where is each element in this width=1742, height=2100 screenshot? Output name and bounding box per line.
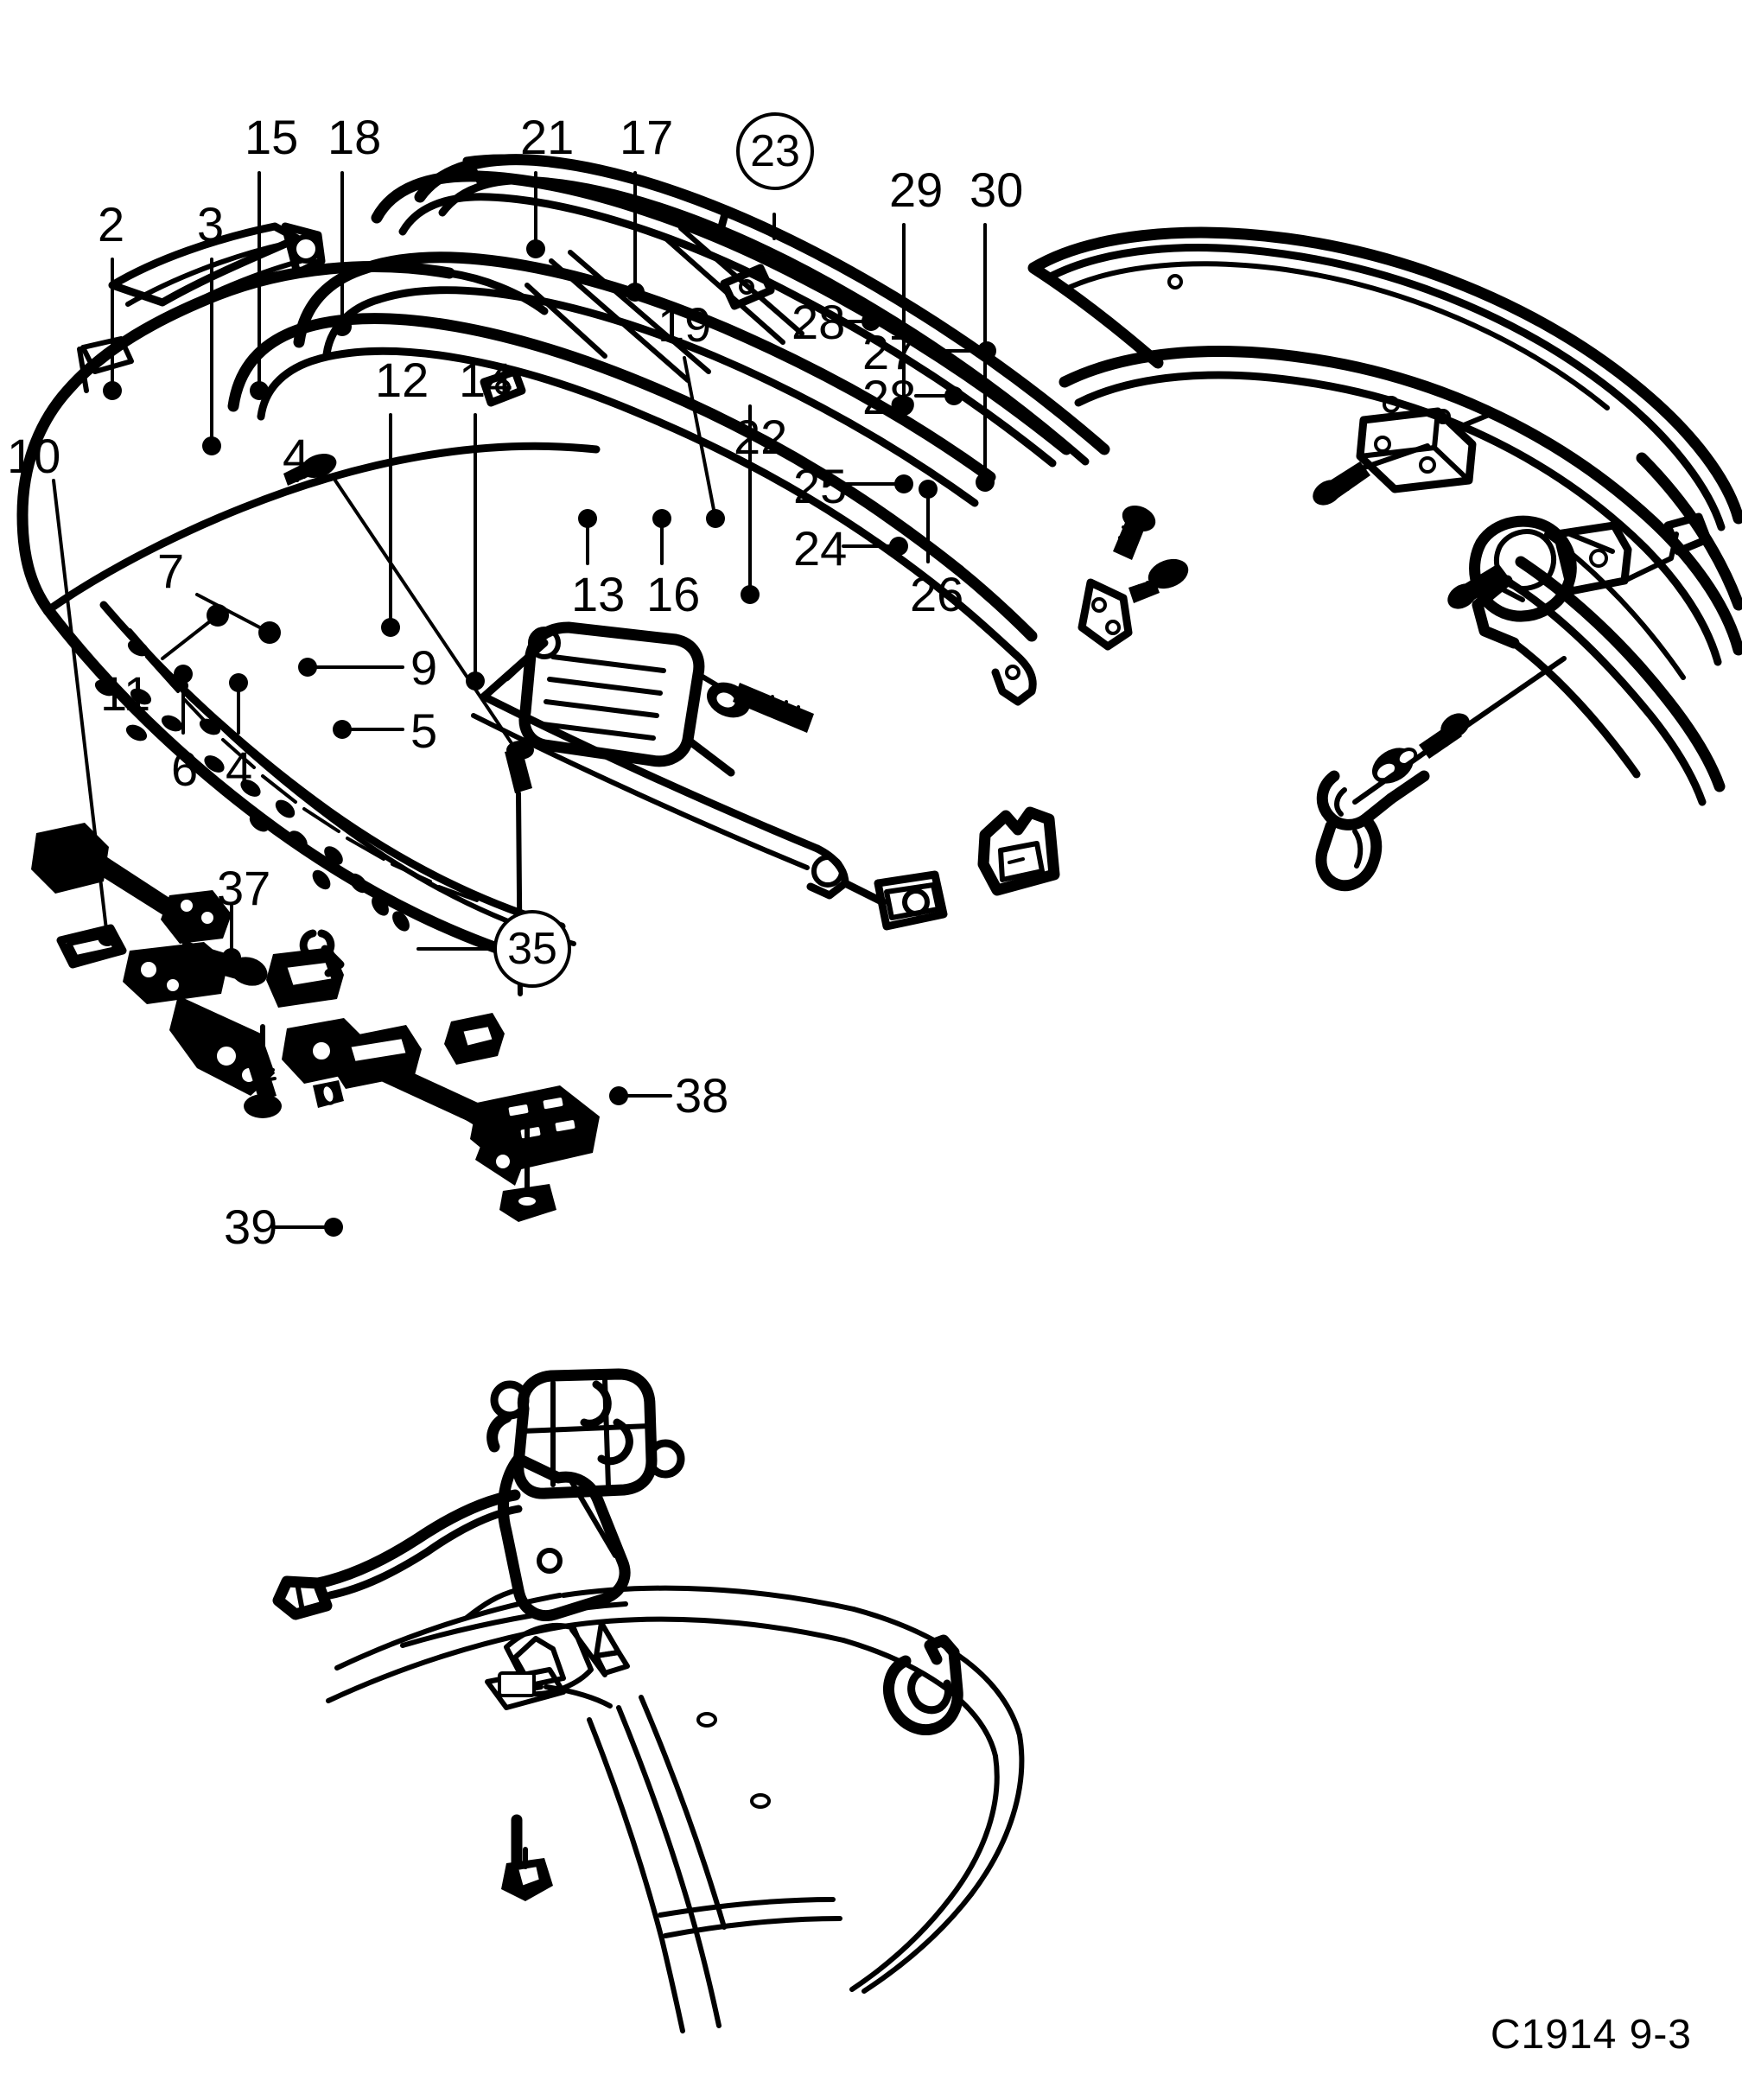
part-29-bracket: [1313, 396, 1496, 506]
callout-label-13[interactable]: 13: [571, 567, 626, 621]
body-panel-outline: [326, 1585, 1025, 2033]
callout-label-25[interactable]: 25: [793, 459, 848, 513]
callout-label-7[interactable]: 7: [157, 544, 185, 598]
callout-label-22[interactable]: 22: [734, 410, 788, 464]
diagram-footer-code: C1914 9-3: [1490, 2012, 1692, 2058]
centre-cross-link: [471, 692, 887, 907]
callout-label-3[interactable]: 3: [197, 197, 225, 251]
part-16-bracket: [977, 806, 1060, 896]
part-3-screw: [283, 454, 337, 486]
callout-label-14[interactable]: 14: [459, 353, 513, 407]
callout-label-24[interactable]: 24: [793, 521, 848, 576]
part-27-latch-bracket: [1447, 512, 1712, 622]
callout-label-12[interactable]: 12: [375, 353, 429, 407]
part-13-clip: [874, 870, 948, 931]
part-23-rear-rail: [1027, 226, 1742, 531]
part-24-link: [1315, 770, 1430, 892]
callout-label-23[interactable]: 23: [736, 112, 814, 190]
part-2-header-frame: [16, 222, 601, 967]
callout-label-28-upper[interactable]: 28: [792, 295, 846, 349]
leader-dots: [98, 239, 996, 1237]
callout-label-19[interactable]: 19: [658, 297, 712, 352]
part-17-bow: [414, 154, 1110, 466]
part-35-latch-motor: [272, 1368, 685, 1621]
callout-label-21[interactable]: 21: [520, 110, 575, 164]
callout-label-5[interactable]: 5: [410, 703, 438, 758]
callout-label-35[interactable]: 35: [493, 910, 571, 988]
callout-label-39[interactable]: 39: [224, 1200, 278, 1254]
callout-label-27[interactable]: 27: [862, 325, 917, 379]
callout-label-2[interactable]: 2: [98, 197, 125, 251]
callout-label-9[interactable]: 9: [410, 640, 438, 695]
part-38-hook: [883, 1634, 963, 1735]
callout-label-4-lower[interactable]: 4: [226, 741, 253, 796]
callout-label-10[interactable]: 10: [7, 429, 61, 483]
callout-label-37[interactable]: 37: [217, 861, 271, 915]
callout-label-18[interactable]: 18: [327, 110, 382, 164]
side-linkage-assembly: [31, 823, 600, 1222]
part-18-bow: [293, 251, 996, 507]
part-22-screw: [1128, 558, 1189, 603]
callout-label-11[interactable]: 11: [100, 666, 151, 721]
callout-label-6[interactable]: 6: [171, 741, 199, 796]
callout-label-29[interactable]: 29: [889, 162, 944, 217]
part-26-bolt: [1352, 656, 1567, 805]
callout-label-15[interactable]: 15: [245, 110, 299, 164]
part-15-bow: [227, 313, 1038, 706]
callout-label-30[interactable]: 30: [970, 162, 1024, 217]
part-19-screw: [1113, 506, 1156, 560]
part-39-nut: [501, 1814, 553, 1901]
callout-label-4-upper[interactable]: 4: [283, 429, 310, 483]
part-10-pad: [56, 924, 127, 969]
callout-label-38[interactable]: 38: [675, 1068, 729, 1123]
callout-label-28-lower[interactable]: 28: [862, 370, 917, 424]
callout-label-17[interactable]: 17: [620, 110, 674, 164]
callout-label-26[interactable]: 26: [910, 567, 964, 621]
part-14-bolt: [707, 682, 814, 733]
latch-mount-plate: [485, 1667, 566, 1710]
bow-end-fitting: [1078, 578, 1133, 651]
callout-label-16[interactable]: 16: [646, 567, 701, 621]
